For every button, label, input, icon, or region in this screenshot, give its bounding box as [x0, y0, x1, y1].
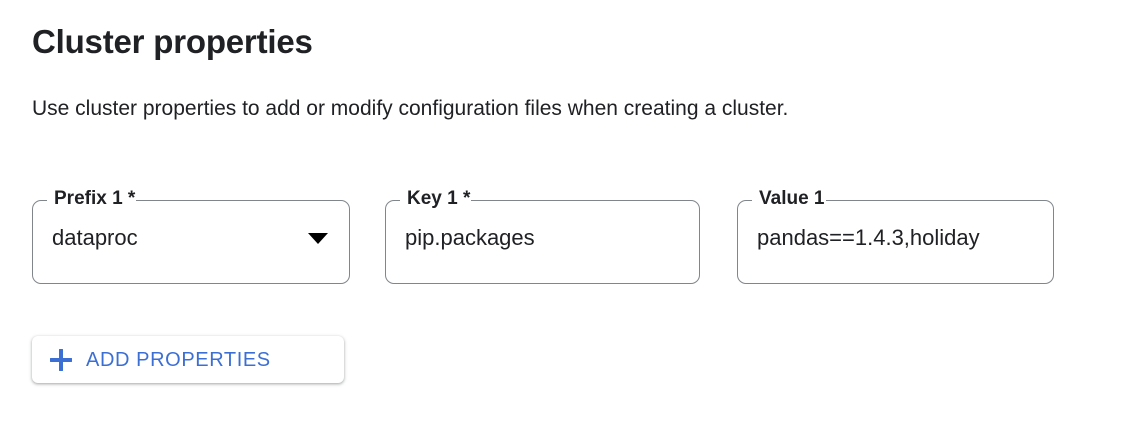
prefix-field-outline — [32, 199, 350, 284]
value-field-label: Value 1 — [759, 188, 825, 209]
plus-icon — [50, 348, 72, 371]
value-field-value[interactable]: pandas==1.4.3,holiday — [757, 225, 980, 250]
prefix-field-label: Prefix 1 * — [54, 188, 136, 209]
key-field-outline — [385, 199, 700, 284]
chevron-down-icon[interactable] — [308, 233, 328, 244]
key-field[interactable]: Key 1 * pip.packages — [385, 188, 700, 284]
add-properties-label: ADD PROPERTIES — [86, 348, 271, 371]
key-value-wrap: pip.packages — [405, 222, 682, 254]
key-field-notch — [400, 199, 471, 203]
value-value-wrap: pandas==1.4.3,holiday — [757, 222, 1042, 254]
value-field[interactable]: Value 1 pandas==1.4.3,holiday — [737, 188, 1054, 284]
value-field-outline — [737, 199, 1054, 284]
prefix-field[interactable]: Prefix 1 * dataproc — [32, 188, 350, 284]
prefix-value-wrap: dataproc — [52, 222, 296, 254]
add-properties-button[interactable]: ADD PROPERTIES — [32, 336, 344, 383]
prefix-field-value[interactable]: dataproc — [52, 225, 138, 250]
key-field-value[interactable]: pip.packages — [405, 225, 535, 250]
prefix-field-notch — [47, 199, 136, 203]
section-description: Use cluster properties to add or modify … — [32, 97, 789, 120]
key-field-label: Key 1 * — [407, 188, 471, 209]
value-field-notch — [752, 199, 826, 203]
page-title: Cluster properties — [32, 23, 313, 60]
